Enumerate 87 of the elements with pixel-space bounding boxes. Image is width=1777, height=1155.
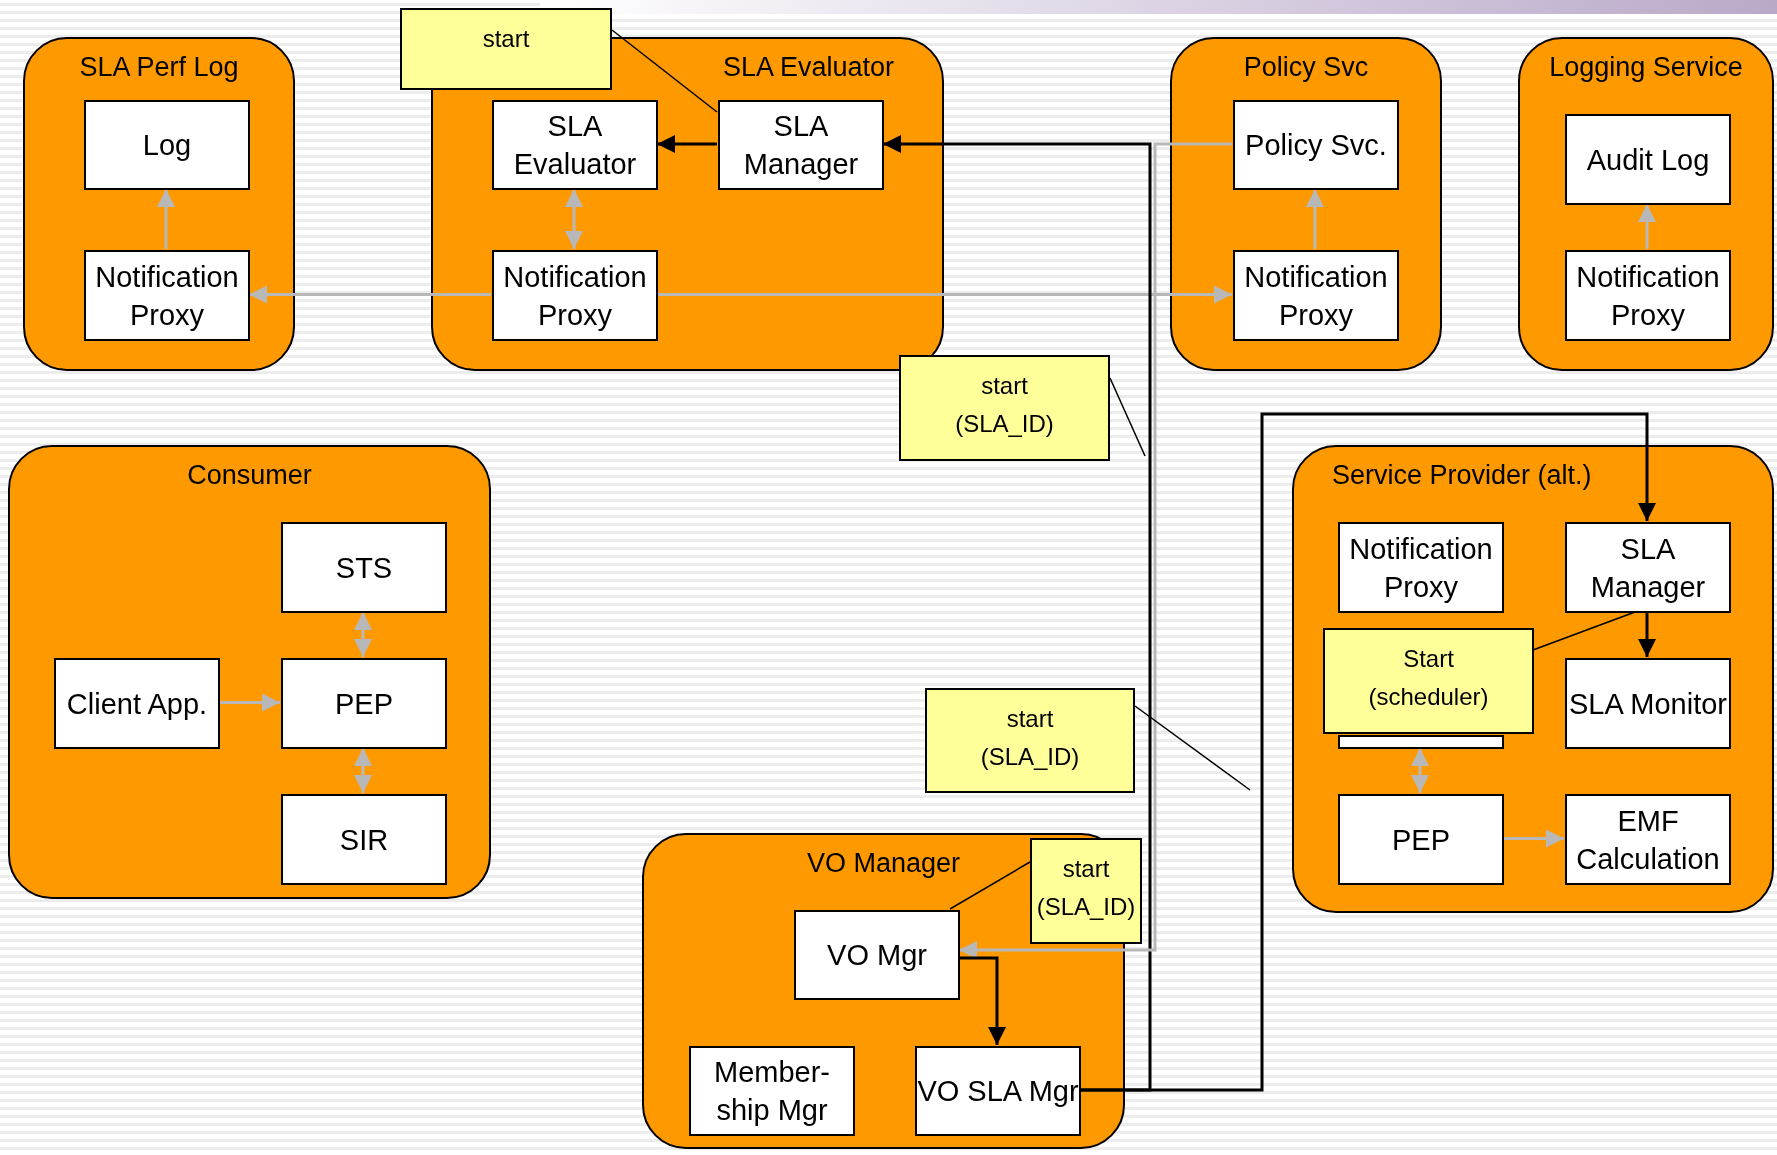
arrow <box>1638 204 1656 249</box>
sticky-note <box>400 8 612 90</box>
note-text: Start (scheduler) <box>1367 644 1490 712</box>
panel-title: VO Manager <box>806 847 961 880</box>
component-panel <box>1170 37 1442 371</box>
component-panel <box>8 445 491 899</box>
leader-line <box>1134 705 1251 791</box>
arrow <box>883 135 1152 1092</box>
arrow <box>959 956 1006 1045</box>
arrow <box>1503 829 1564 848</box>
arrow <box>249 285 491 304</box>
arrow <box>657 285 1232 304</box>
arrow <box>1306 189 1324 249</box>
arrow <box>219 693 280 712</box>
component-box <box>794 910 960 1000</box>
panel-title: Service Provider (alt.) <box>1332 459 1592 492</box>
arrow <box>354 748 372 793</box>
component-box <box>718 100 884 190</box>
leader-line <box>1532 611 1636 651</box>
component-box <box>1233 250 1399 341</box>
arrow <box>1080 412 1656 1092</box>
panel-title: SLA Perf Log <box>79 51 239 84</box>
component-box <box>689 1046 855 1136</box>
component-box <box>1338 794 1504 885</box>
panel-title: SLA Evaluator <box>723 51 895 84</box>
note-text: start <box>482 24 530 54</box>
leader-line <box>1109 377 1146 457</box>
panel-title: Logging Service <box>1549 51 1743 84</box>
component-panel <box>1518 37 1774 371</box>
box-label: PEP <box>335 686 393 722</box>
box-label: Notification Proxy <box>502 259 648 333</box>
box-label: Policy Svc. <box>1245 128 1387 163</box>
arrow <box>1638 612 1656 657</box>
leader-line <box>611 29 718 113</box>
component-box <box>1338 522 1504 613</box>
box-label: Client App. <box>66 686 208 722</box>
component-panel <box>1292 445 1774 913</box>
arrow <box>157 189 175 249</box>
arrow <box>354 612 372 657</box>
box-label: VO Mgr <box>827 938 927 973</box>
leader-line <box>949 861 1031 910</box>
component-box <box>1565 250 1731 341</box>
component-panel <box>23 37 295 371</box>
component-box <box>1338 735 1504 749</box>
box-label: PEP <box>1392 822 1450 858</box>
box-label: Notification Proxy <box>1348 531 1494 605</box>
component-box <box>54 658 220 749</box>
sticky-note <box>1030 838 1142 944</box>
box-label: Notification Proxy <box>94 259 240 333</box>
component-box <box>915 1046 1081 1136</box>
box-label: SLA Evaluator <box>512 109 638 182</box>
box-label: Member- ship Mgr <box>713 1055 831 1128</box>
component-box <box>281 522 447 613</box>
box-label: Log <box>142 128 192 163</box>
component-box <box>84 100 250 190</box>
arrow <box>1411 748 1429 793</box>
box-label: SLA Manager <box>1589 531 1707 605</box>
component-box <box>1565 794 1731 885</box>
note-text: start (SLA_ID) <box>954 371 1055 439</box>
box-label: Audit Log <box>1586 142 1710 178</box>
box-label: SIR <box>339 822 389 858</box>
arrow <box>959 142 1232 959</box>
component-box <box>492 250 658 341</box>
sticky-note <box>899 355 1110 461</box>
note-text: start (SLA_ID) <box>979 704 1081 772</box>
panel-title: Policy Svc <box>1243 51 1369 84</box>
component-box <box>281 658 447 749</box>
component-box <box>1233 100 1399 190</box>
box-label: Notification Proxy <box>1243 259 1389 333</box>
component-box <box>84 250 250 341</box>
component-box <box>1565 658 1731 749</box>
box-label: Notification Proxy <box>1575 259 1721 333</box>
box-label: EMF Calculation <box>1575 803 1721 877</box>
box-label: VO SLA Mgr <box>917 1074 1079 1109</box>
box-label: SLA Manager <box>742 109 860 182</box>
panel-title: Consumer <box>187 459 312 492</box>
box-label: SLA Monitor <box>1569 686 1727 722</box>
component-box <box>1565 114 1731 205</box>
note-text: start (SLA_ID) <box>1035 854 1137 922</box>
arrow <box>565 189 583 249</box>
component-box <box>1565 522 1731 613</box>
component-box <box>281 794 447 885</box>
sticky-note <box>1323 628 1534 734</box>
component-box <box>492 100 658 190</box>
arrow <box>657 135 717 153</box>
box-label: STS <box>335 550 393 586</box>
sticky-note <box>925 688 1135 793</box>
